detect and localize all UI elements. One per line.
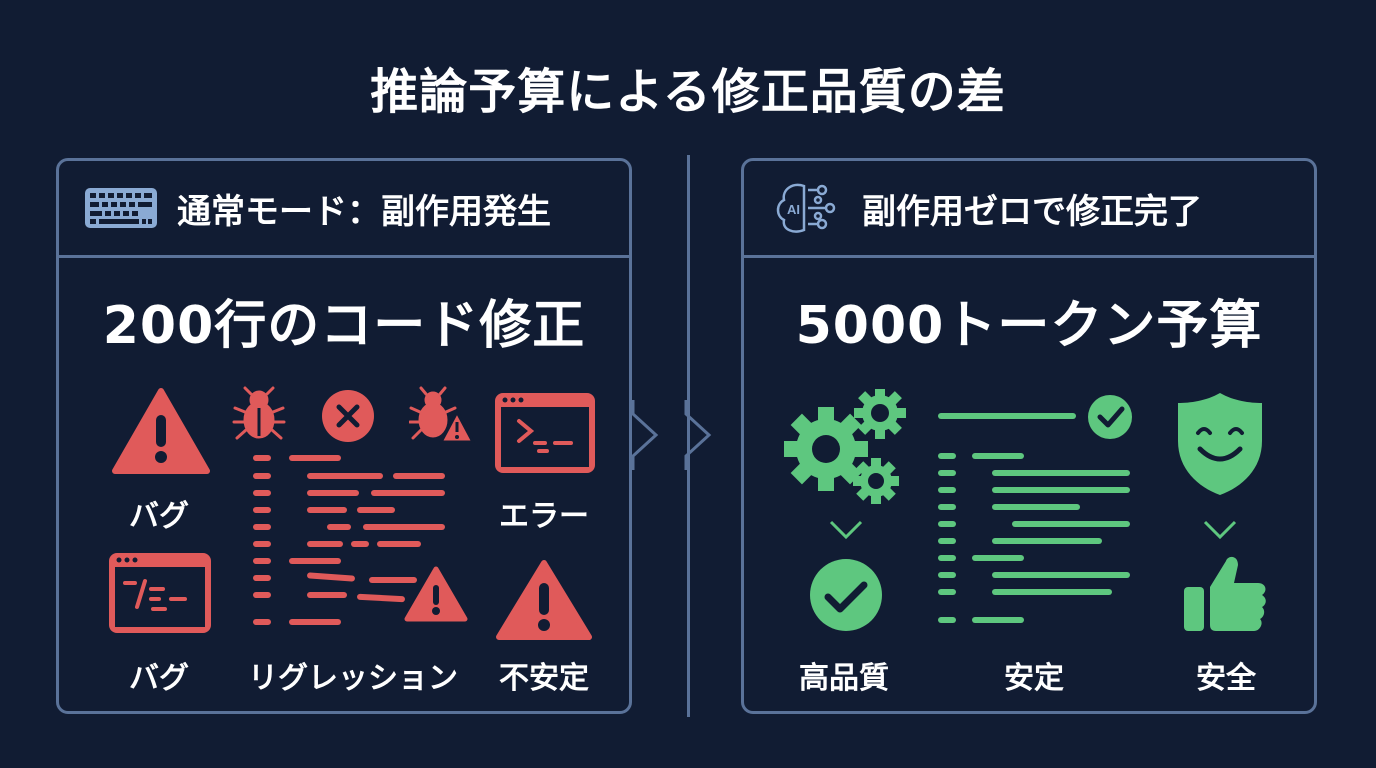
bug-warning-icon [409, 386, 475, 444]
keyboard-icon [83, 181, 159, 235]
budget-mode-panel: AI 副作用ゼロで修正完了 5000トークン予算 高品質 [741, 158, 1317, 714]
panel-header: 通常モード：副作用発生 [59, 161, 629, 258]
chevron-down-icon [829, 520, 863, 540]
label-error: エラー [499, 499, 589, 534]
label-stable: 安定 [1004, 661, 1064, 696]
thumbs-up-icon [1184, 556, 1266, 631]
arrow-chevron-icon [631, 400, 712, 470]
warning-triangle-icon [112, 388, 210, 474]
panel-header: AI 副作用ゼロで修正完了 [744, 161, 1314, 258]
terminal-window-icon [495, 393, 595, 473]
center-divider [687, 155, 690, 717]
label-bug-2: バグ [129, 661, 189, 696]
broken-code-lines-icon [253, 455, 445, 625]
panel-headline: 5000トークン予算 [795, 296, 1263, 356]
page-title: 推論予算による修正品質の差 [370, 64, 1006, 120]
label-safe: 安全 [1196, 661, 1256, 696]
normal-mode-panel: 通常モード：副作用発生 200行のコード修正 バグ [56, 158, 632, 714]
check-circle-icon [810, 559, 882, 631]
panel-header-text: 通常モード：副作用発生 [177, 191, 551, 232]
ai-brain-icon: AI [768, 181, 844, 235]
panel-header-text: 副作用ゼロで修正完了 [862, 191, 1202, 232]
gears-icon [784, 389, 906, 504]
warning-small-icon [404, 566, 468, 622]
svg-text:AI: AI [787, 202, 800, 217]
code-window-icon [109, 553, 211, 633]
smiling-shield-icon [1178, 393, 1262, 495]
x-circle-icon [322, 390, 374, 442]
panel-headline: 200行のコード修正 [102, 296, 586, 356]
clean-code-lines-icon [938, 395, 1132, 623]
bug-icon [232, 386, 286, 440]
warning-triangle-icon-2 [496, 560, 592, 640]
label-high-quality: 高品質 [799, 661, 889, 696]
label-bug-1: バグ [129, 499, 189, 534]
chevron-down-icon-2 [1203, 520, 1237, 540]
label-regression: リグレッション [248, 661, 458, 696]
label-unstable: 不安定 [499, 661, 589, 696]
